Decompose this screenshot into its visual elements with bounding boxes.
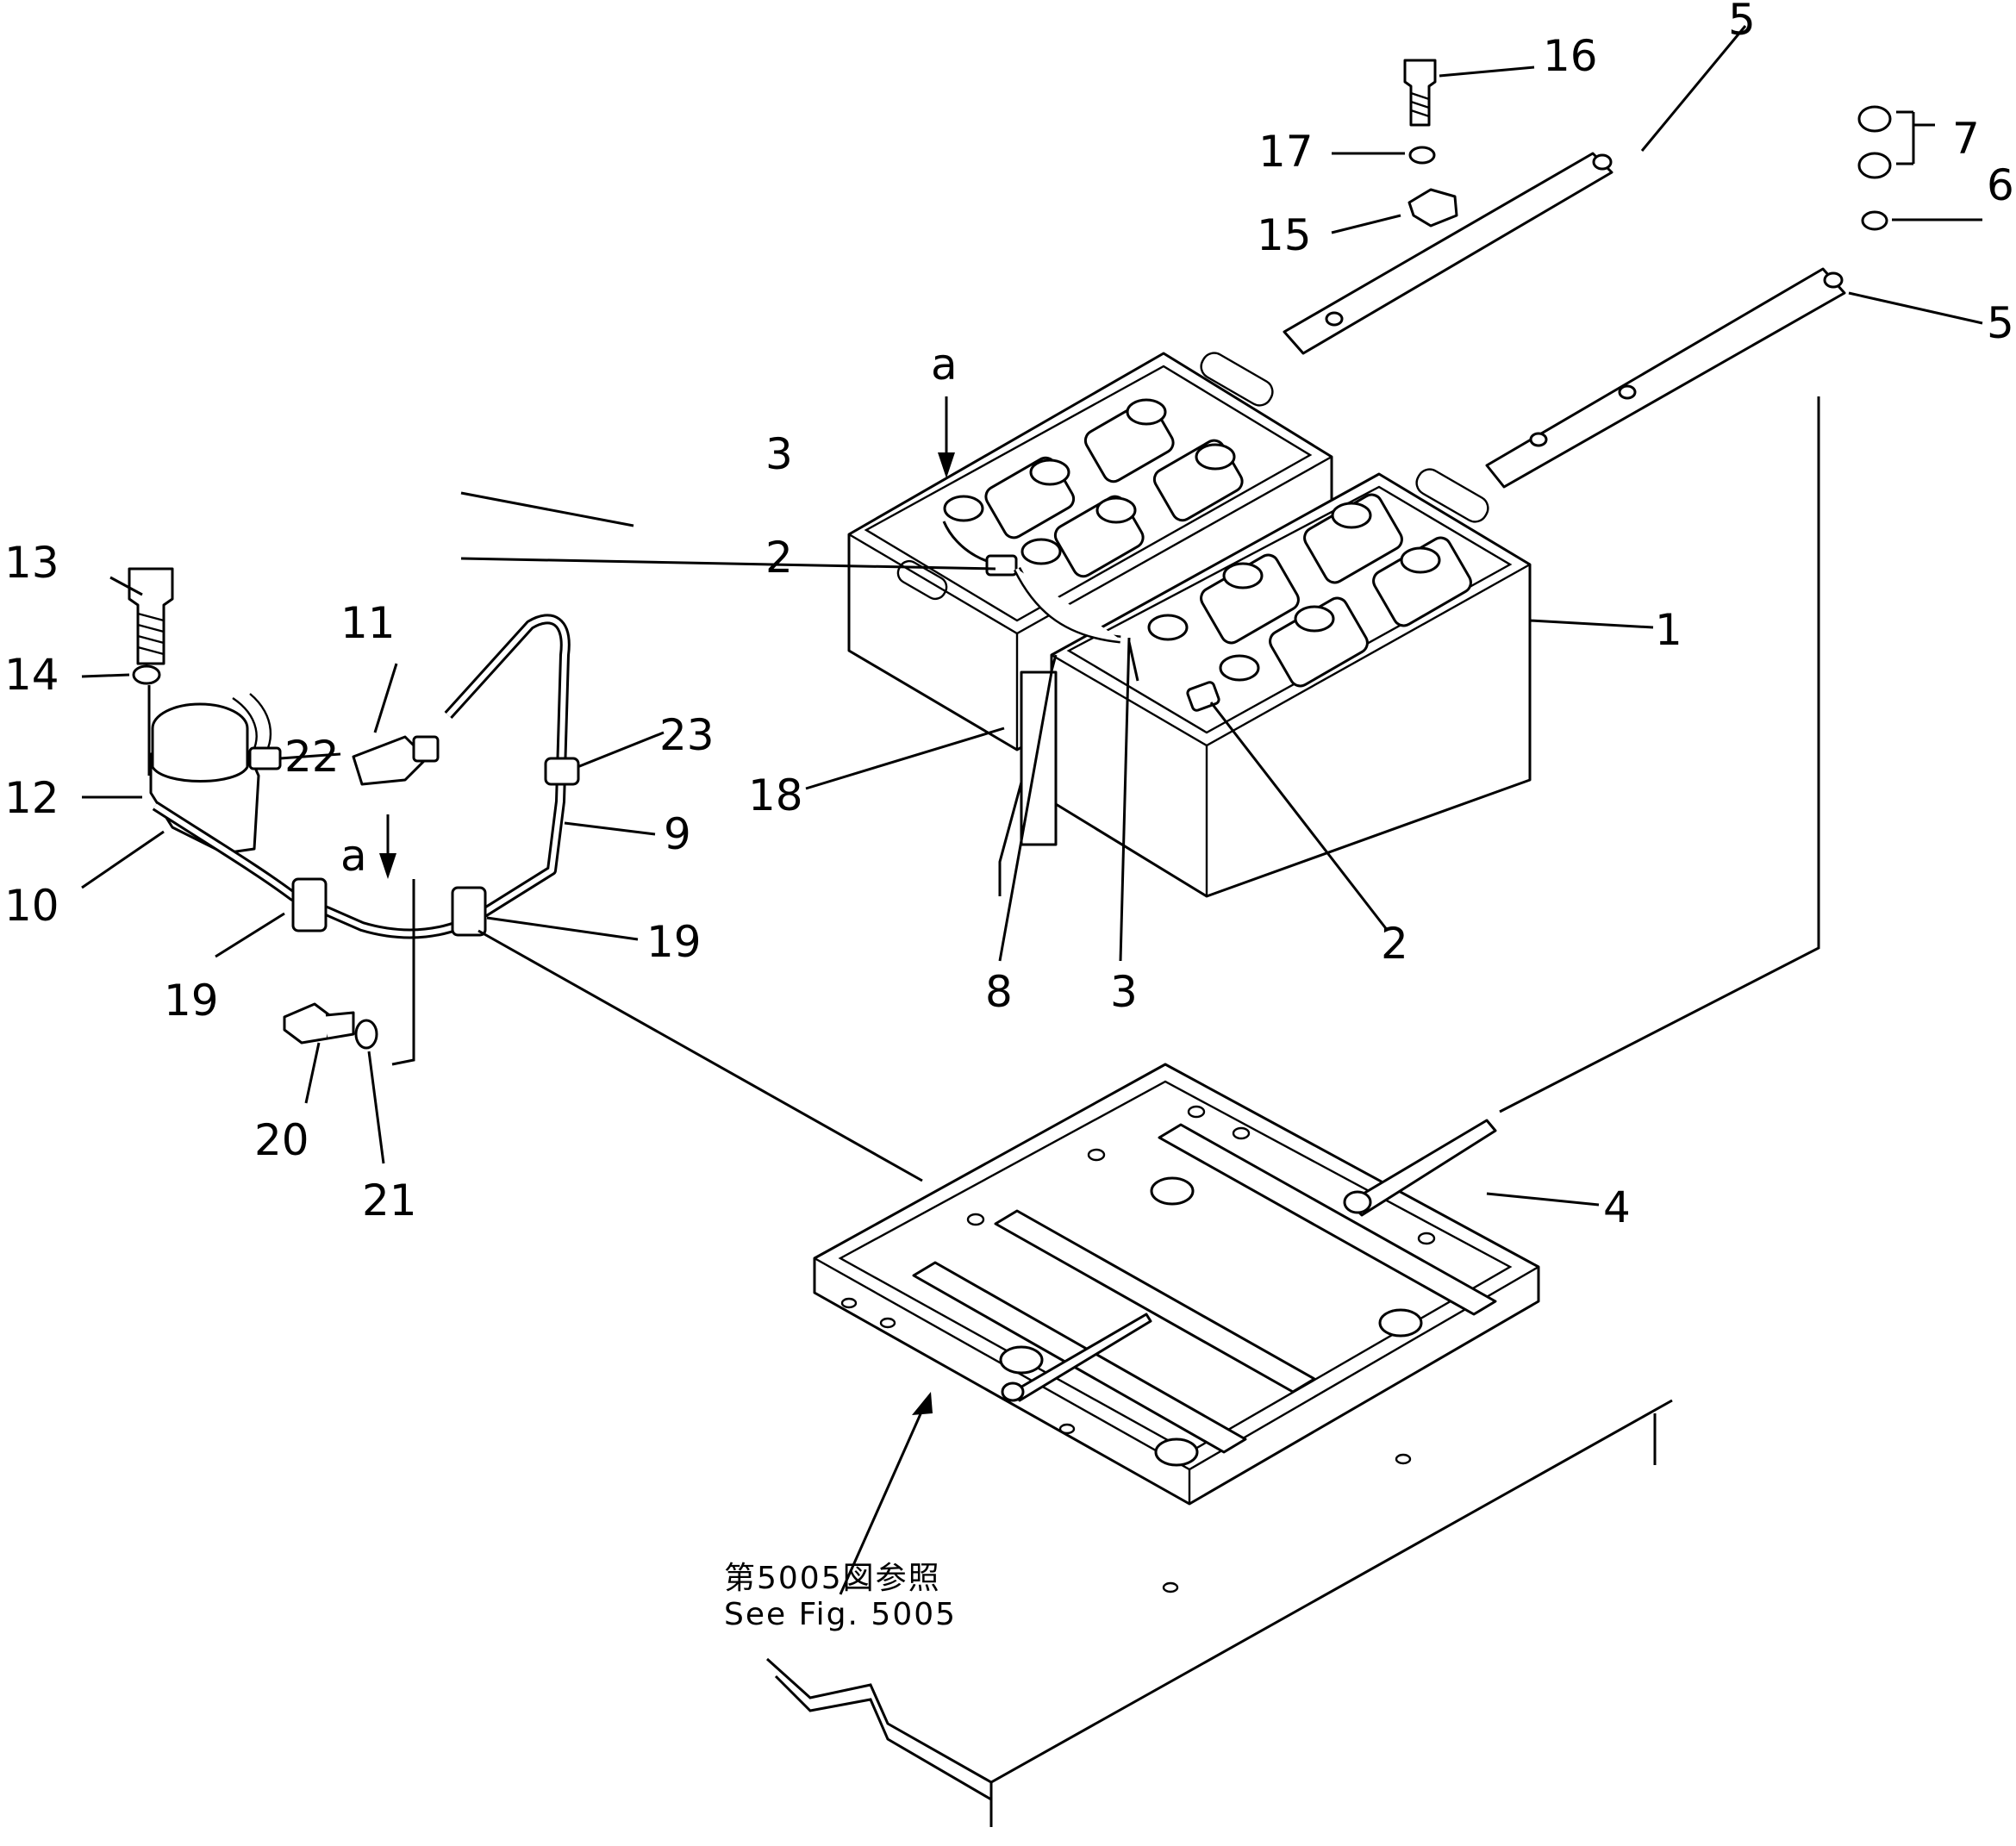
battery-relay [149,693,282,855]
callout-14: 14 [4,650,59,700]
bolt-13 [128,567,174,665]
battery-rear [847,352,1333,751]
callout-11: 11 [340,598,396,648]
view-arrow-a-top [938,396,955,478]
callout-13: 13 [4,538,59,588]
battery-tray [813,1063,1540,1506]
callout-18: 18 [748,770,803,820]
callout-23: 23 [659,710,715,760]
leader-lines [81,25,1983,1595]
callout-6: 6 [1987,160,2014,210]
washer-21 [354,1019,378,1050]
hold-down-bar-upper [1283,152,1613,355]
clip-15 [1407,188,1458,228]
callout-2-lower: 2 [1381,919,1408,969]
callout-8: 8 [985,967,1013,1017]
view-arrow-a-left [379,814,396,879]
callout-5-upper: 5 [1728,0,1756,45]
callout-5-lower: 5 [1987,298,2014,348]
callout-15: 15 [1257,210,1312,260]
callout-17: 17 [1258,127,1314,177]
callout-21: 21 [362,1176,417,1225]
callout-4: 4 [1603,1182,1631,1232]
callout-19-right: 19 [646,917,702,967]
callout-3-lower: 3 [1110,967,1138,1017]
hold-down-bar-lower [1485,267,1846,489]
callout-labels: 16 17 15 5 7 6 5 1 4 3 2 18 2 3 8 23 9 1… [4,0,2014,1232]
battery-cables [942,521,1220,896]
view-marker-a-left: a [340,831,367,881]
clamps-19 [291,877,487,937]
callout-7: 7 [1952,114,1980,164]
callout-19-left: 19 [164,976,219,1026]
callout-22: 22 [284,732,340,782]
reference-note-jp: 第5005図参照 [724,1561,941,1596]
callout-9: 9 [664,809,691,859]
washer-6 [1861,210,1888,231]
frame-plate [765,1399,1673,1827]
callout-10: 10 [4,881,59,931]
clamp-23 [544,757,580,786]
connector-11 [352,735,440,786]
view-marker-a-top: a [931,340,958,390]
callout-20: 20 [254,1115,309,1165]
washer-17 [1408,146,1436,165]
callout-3-upper: 3 [765,429,793,479]
washer-14 [132,664,161,685]
reference-arrow-head [912,1392,933,1415]
nuts-7 [1857,105,1892,179]
bolt-16 [1403,59,1437,127]
bolt-20 [283,1002,355,1045]
battery-front [896,352,1532,898]
reference-note-en: See Fig. 5005 [724,1597,957,1632]
callout-12: 12 [4,773,59,823]
callout-16: 16 [1543,31,1598,81]
callout-1: 1 [1655,605,1682,655]
callout-2-upper: 2 [765,533,793,583]
cable-9 [152,614,571,939]
